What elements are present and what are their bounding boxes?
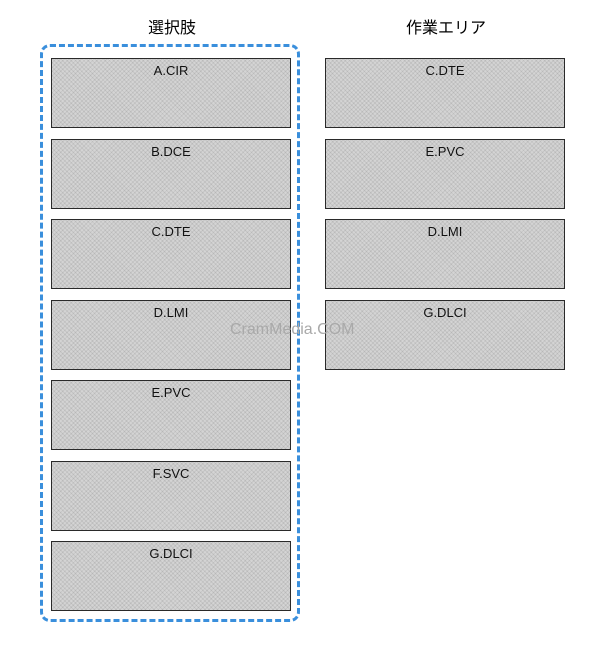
card-label: C.DTE xyxy=(425,63,465,78)
choice-card-f-svc[interactable]: F.SVC xyxy=(51,460,291,531)
card-label: B.DCE xyxy=(151,143,191,159)
work-card-g-dlci[interactable]: G.DLCI xyxy=(325,299,565,370)
choice-card-a-cir[interactable]: A.CIR xyxy=(51,58,291,128)
card-label: D.LMI xyxy=(427,224,463,239)
card-label: C.DTE xyxy=(151,224,191,239)
card-label: E.PVC xyxy=(425,143,465,159)
choices-title: 選択肢 xyxy=(147,18,196,37)
card-label: G.DLCI xyxy=(149,546,193,561)
work-area-list[interactable]: C.DTE E.PVC D.LMI G.DLCI xyxy=(325,58,565,380)
card-label: G.DLCI xyxy=(423,304,467,320)
choice-card-b-dce[interactable]: B.DCE xyxy=(51,138,291,209)
choices-drop-zone[interactable] xyxy=(40,44,300,622)
work-card-d-lmi[interactable]: D.LMI xyxy=(325,219,565,289)
work-card-c-dte[interactable]: C.DTE xyxy=(325,58,565,128)
card-label: D.LMI xyxy=(153,304,189,320)
choice-card-e-pvc[interactable]: E.PVC xyxy=(51,380,291,450)
card-label: F.SVC xyxy=(152,465,190,481)
work-area-title: 作業エリア xyxy=(405,18,486,37)
work-card-e-pvc[interactable]: E.PVC xyxy=(325,138,565,209)
choice-card-d-lmi[interactable]: D.LMI xyxy=(51,299,291,370)
choice-card-g-dlci[interactable]: G.DLCI xyxy=(51,541,291,611)
choice-card-c-dte[interactable]: C.DTE xyxy=(51,219,291,289)
card-label: A.CIR xyxy=(153,63,189,78)
choices-list: A.CIR B.DCE C.DTE D.LMI E.PVC F.SVC G.DL… xyxy=(51,58,291,622)
card-label: E.PVC xyxy=(151,385,191,400)
